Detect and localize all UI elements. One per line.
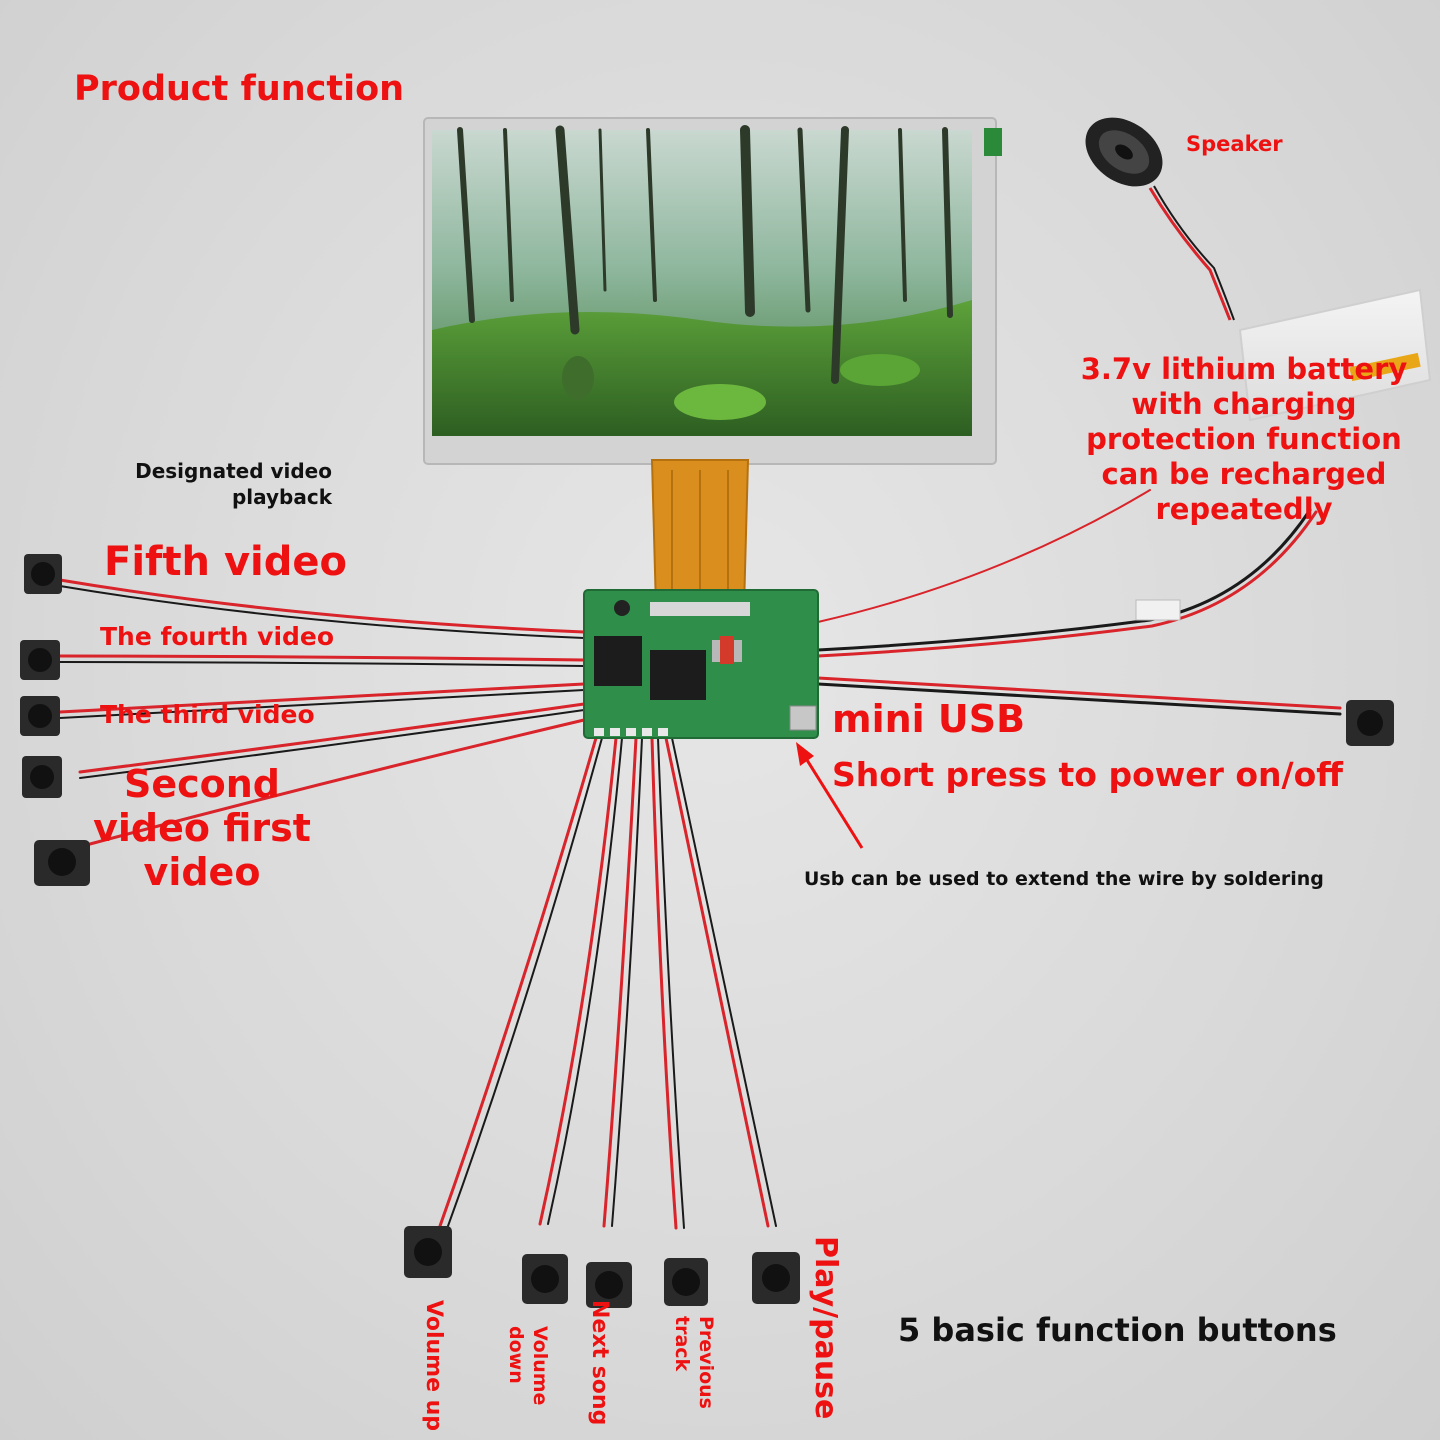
lcd-screen (423, 117, 1002, 609)
previous-track-label: Previous track (670, 1316, 718, 1409)
volume-up-label: Volume up (421, 1300, 446, 1432)
battery-icon (1238, 288, 1432, 422)
usb-note-label: Usb can be used to extend the wire by so… (804, 868, 1324, 890)
power-label: Short press to power on/off (832, 755, 1344, 794)
volume-up-button (404, 1226, 452, 1278)
fourth-video-button (20, 640, 60, 680)
designated-label-line: Designated video (135, 459, 332, 483)
previous-track-line: track (671, 1316, 693, 1372)
fourth-video-label: The fourth video (100, 622, 335, 651)
speaker-label: Speaker (1186, 132, 1283, 156)
speaker-icon (1085, 117, 1235, 321)
previous-track-button (664, 1258, 708, 1306)
second-video-button (22, 756, 62, 798)
fifth-video-label: Fifth video (104, 539, 347, 585)
second-first-video-label: Second video first video (86, 762, 318, 894)
designated-playback-label: Designated video playback (100, 458, 332, 510)
next-song-button (586, 1262, 632, 1308)
play-pause-label: Play/pause (808, 1236, 843, 1420)
second-first-label-line: Second (123, 762, 281, 806)
battery-label-line: 3.7v lithium battery (1080, 352, 1408, 386)
product-function-title: Product function (74, 69, 405, 109)
designated-label-line: playback (231, 485, 332, 509)
volume-down-label: Volume down (504, 1326, 552, 1405)
power-button (1346, 700, 1394, 746)
volume-down-line: Volume (529, 1326, 551, 1406)
third-video-label: The third video (100, 700, 315, 729)
play-pause-button (752, 1252, 800, 1304)
mini-usb-label: mini USB (832, 697, 1026, 741)
battery-label: 3.7v lithium battery with charging prote… (1076, 352, 1412, 527)
fifth-video-button (24, 554, 62, 594)
second-first-label-line: video (143, 850, 261, 894)
battery-label-line: can be recharged (1101, 457, 1387, 491)
battery-label-line: repeatedly (1155, 492, 1333, 526)
basic-buttons-label: 5 basic function buttons (898, 1311, 1337, 1349)
arrow-icon (796, 742, 864, 849)
battery-label-line: with charging (1131, 387, 1357, 421)
next-song-label: Next song (587, 1300, 612, 1426)
controller-board (583, 589, 819, 739)
battery-label-line: protection function (1086, 422, 1402, 456)
previous-track-line: Previous (695, 1316, 717, 1409)
volume-down-line: down (505, 1326, 527, 1384)
first-video-button (34, 840, 90, 886)
second-first-label-line: video first (93, 806, 311, 850)
third-video-button (20, 696, 60, 736)
volume-down-button (522, 1254, 568, 1304)
